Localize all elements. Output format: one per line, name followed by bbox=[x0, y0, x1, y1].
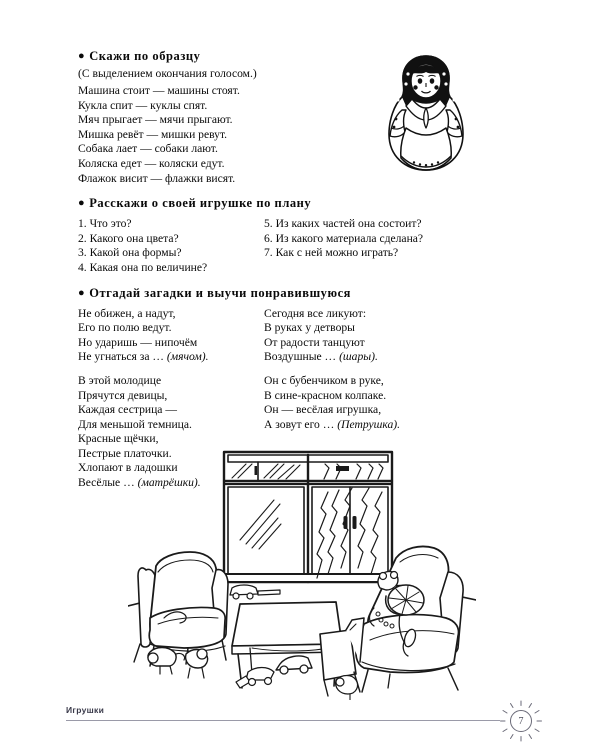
page-footer: Игрушки 7 bbox=[66, 700, 542, 742]
riddle-answer-petrushka: А зовут его … (Петрушка). bbox=[264, 417, 401, 431]
riddle-line: Он — весёлая игрушка, bbox=[264, 403, 382, 417]
example-line: Машина стоит — машины стоят. bbox=[78, 84, 240, 97]
riddle-line: Его по полю ведут. bbox=[78, 321, 172, 335]
question-item: 4. Какая она по величине? bbox=[78, 260, 208, 274]
riddle-line-answer: Не угнаться за … (мячом). bbox=[78, 350, 264, 365]
riddle-line: Пестрые платочки. bbox=[78, 446, 172, 460]
riddle-line: Хлопают в ладошки bbox=[78, 461, 178, 475]
riddle-answer-matryoshka: Весёлые … (матрёшки). bbox=[78, 476, 201, 490]
bullet-icon: ● bbox=[78, 197, 86, 210]
example-line: Коляска едет — коляски едут. bbox=[78, 156, 225, 170]
riddle-line: Прячутся девицы, bbox=[78, 388, 168, 402]
example-line: Кукла спит — куклы спят. bbox=[78, 98, 208, 112]
section-heading: ●Скажи по образцу bbox=[78, 48, 468, 64]
questions-column-right: 5. Из каких частей она состоит? 6. Из ка… bbox=[264, 217, 468, 261]
bullet-icon: ● bbox=[78, 286, 86, 299]
section-heading-text: Скажи по образцу bbox=[89, 49, 201, 63]
riddle-answer-word: (шары). bbox=[339, 350, 378, 364]
riddle-group-two: В этой молодице Прячутся девицы, Каждая … bbox=[78, 374, 468, 491]
riddle-line: В сине-красном колпаке. bbox=[264, 388, 387, 402]
riddle-line: Сегодня все ликуют: bbox=[264, 306, 367, 320]
sun-page-badge-icon bbox=[500, 700, 542, 742]
riddle-ball: Не обижен, а надут, Его по полю ведут. Н… bbox=[78, 307, 264, 365]
section-say-by-example: ●Скажи по образцу (С выделением окончани… bbox=[78, 48, 468, 186]
question-item: 2. Какого она цвета? bbox=[78, 231, 179, 245]
section-heading-text: Отгадай загадки и выучи понравившуюся bbox=[89, 285, 351, 300]
section-heading-text: Расскажи о своей игрушке по плану bbox=[89, 196, 312, 211]
section-heading: ●Расскажи о своей игрушке по плану bbox=[78, 195, 468, 211]
riddle-balloons: Сегодня все ликуют: В руках у детворы От… bbox=[264, 307, 468, 365]
footer-divider bbox=[66, 720, 500, 721]
riddle-matryoshka: В этой молодице Прячутся девицы, Каждая … bbox=[78, 374, 264, 491]
spacer bbox=[78, 276, 468, 285]
riddle-answer-ball: Не угнаться за … (мячом). bbox=[78, 350, 209, 364]
example-line: Собака лает — собаки лают. bbox=[78, 142, 218, 156]
riddle-answer-word: (матрёшки). bbox=[137, 476, 201, 490]
riddle-line-answer: Весёлые … (матрёшки). bbox=[78, 476, 264, 491]
riddle-answer-word: (мячом). bbox=[166, 350, 209, 364]
riddle-line: В этой молодице bbox=[78, 373, 162, 387]
riddle-line: Для меньшой темница. bbox=[78, 417, 192, 431]
matryoshka-doll-illustration bbox=[388, 55, 464, 171]
riddle-line: От радости танцуют bbox=[264, 335, 365, 349]
riddle-line: Красные щёчки, bbox=[78, 432, 159, 446]
riddle-line-answer: Воздушные … (шары). bbox=[264, 350, 468, 365]
question-item: 7. Как с ней можно играть? bbox=[264, 246, 399, 260]
section-describe-your-toy: ●Расскажи о своей игрушке по плану 1. Чт… bbox=[78, 195, 468, 275]
riddle-line-answer: А зовут его … (Петрушка). bbox=[264, 418, 468, 433]
section-note: (С выделением окончания голосом.) bbox=[78, 67, 257, 80]
riddle-line: Он с бубенчиком в руке, bbox=[264, 373, 384, 387]
example-line: Флажок висит — флажки висят. bbox=[78, 171, 236, 185]
spacer bbox=[78, 186, 468, 195]
section-heading: ●Отгадай загадки и выучи понравившуюся bbox=[78, 285, 468, 301]
riddle-line: Не обижен, а надут, bbox=[78, 306, 176, 320]
page-content: ●Скажи по образцу (С выделением окончани… bbox=[78, 48, 468, 491]
section-riddles: ●Отгадай загадки и выучи понравившуюся Н… bbox=[78, 285, 468, 491]
question-item: 3. Какой она формы? bbox=[78, 246, 182, 260]
example-line: Мишка ревёт — мишки ревут. bbox=[78, 127, 228, 141]
riddle-line: Каждая сестрица — bbox=[78, 403, 177, 417]
questions-column-left: 1. Что это? 2. Какого она цвета? 3. Како… bbox=[78, 217, 264, 275]
bullet-icon: ● bbox=[78, 50, 86, 62]
riddle-petrushka: Он с бубенчиком в руке, В сине-красном к… bbox=[264, 374, 468, 432]
riddle-group-one: Не обижен, а надут, Его по полю ведут. Н… bbox=[78, 307, 468, 365]
riddle-line: Но ударишь — нипочём bbox=[78, 335, 198, 349]
question-item: 5. Из каких частей она состоит? bbox=[264, 217, 422, 231]
spacer bbox=[78, 365, 468, 374]
questions-columns: 1. Что это? 2. Какого она цвета? 3. Како… bbox=[78, 217, 468, 275]
question-item: 6. Из какого материала сделана? bbox=[264, 231, 424, 245]
riddle-answer-word: (Петрушка). bbox=[337, 417, 401, 431]
riddle-line: В руках у детворы bbox=[264, 321, 355, 335]
playroom-with-toys-illustration bbox=[128, 450, 476, 700]
page-number: 7 bbox=[518, 715, 524, 727]
question-item: 1. Что это? bbox=[78, 217, 132, 231]
example-line: Мяч прыгает — мячи прыгают. bbox=[78, 113, 233, 127]
footer-section-label: Игрушки bbox=[66, 705, 105, 715]
riddle-answer-balloons: Воздушные … (шары). bbox=[264, 350, 378, 364]
